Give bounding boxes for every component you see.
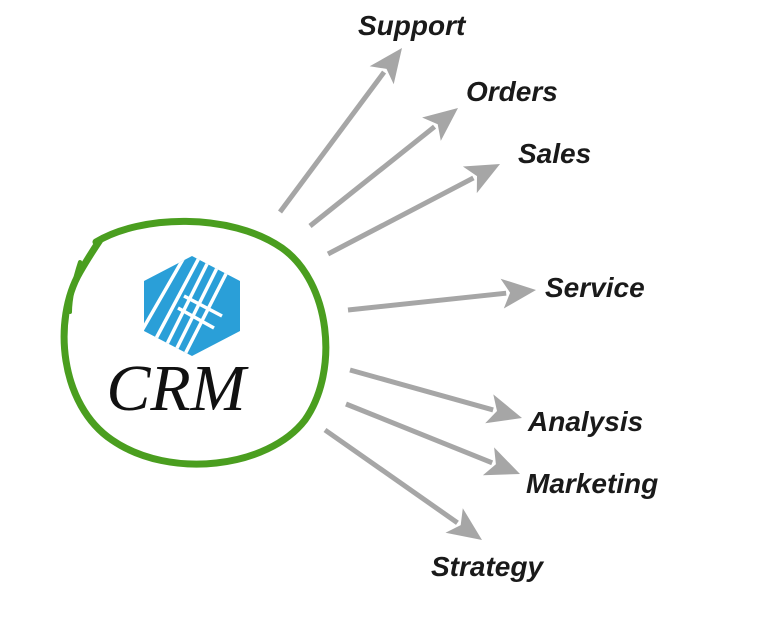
arrows-group [277,48,536,540]
arrow-service-head [500,278,536,309]
arrow-analysis-head [485,394,522,424]
arrow-sales-shaft [326,175,475,257]
center-circle [60,217,330,468]
center-title: CRM [106,352,249,425]
branch-label-service: Service [545,272,645,303]
arrow-analysis-shaft [349,367,494,413]
arrow-orders-head [422,108,458,141]
branch-label-strategy: Strategy [431,551,544,582]
arrow-marketing-shaft [345,401,494,466]
arrow-sales-head [462,164,500,194]
branch-label-orders: Orders [466,76,558,107]
arrow-strategy-head [445,508,482,540]
arrow-support-shaft [277,70,387,214]
arrow-strategy-shaft [323,427,459,525]
arrow-service-shaft [347,290,507,313]
branch-label-sales: Sales [518,138,591,169]
branch-label-analysis: Analysis [527,406,643,437]
arrow-marketing-head [482,447,520,476]
circle-stroke-tail [68,260,82,314]
arrow-orders-shaft [308,124,437,228]
hexagon-logo-icon [144,256,240,356]
branch-label-support: Support [358,10,467,41]
arrow-support-head [369,48,402,85]
branch-label-marketing: Marketing [526,468,658,499]
